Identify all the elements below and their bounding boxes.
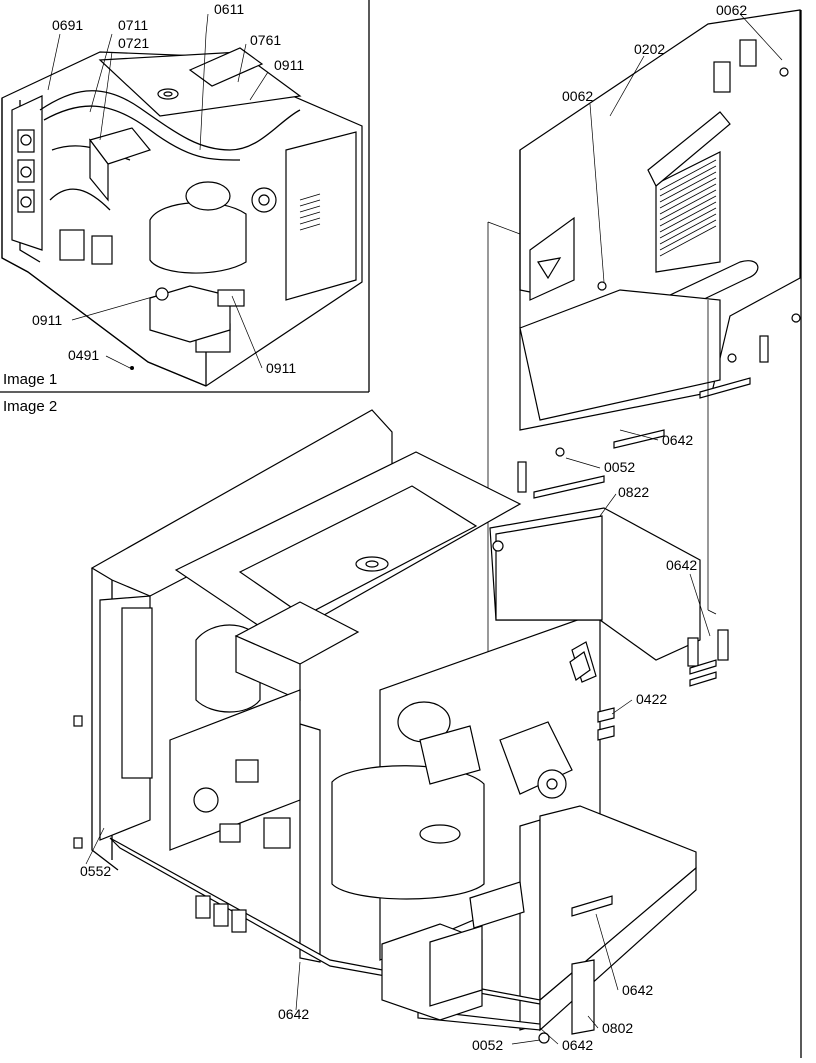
callout-0052-top: 0052: [604, 459, 635, 475]
callout-0642-d: 0642: [622, 982, 653, 998]
callout-0611: 0611: [214, 1, 244, 17]
callout-0062-top: 0062: [716, 2, 747, 18]
callout-0422: 0422: [636, 691, 667, 707]
callout-0642-b: 0642: [666, 557, 697, 573]
image1-drawing: [1, 47, 363, 387]
callout-0202: 0202: [634, 41, 665, 57]
inset-frame: [0, 0, 370, 393]
callout-0822: 0822: [618, 484, 649, 500]
callout-0642-a: 0642: [662, 432, 693, 448]
callout-0711: 0711: [118, 17, 148, 33]
callout-0721: 0721: [118, 35, 149, 51]
image2-callouts: 0062 0202 0062 0642 0052 0822 0642 0422 …: [80, 2, 783, 1053]
callout-0642-c: 0642: [278, 1006, 309, 1022]
callout-0062-mid: 0062: [562, 88, 593, 104]
callout-0761: 0761: [250, 32, 281, 48]
callout-0802: 0802: [602, 1020, 633, 1036]
callout-0911-left: 0911: [32, 312, 62, 328]
image2-drawing: [73, 409, 729, 1044]
callout-0911-top: 0911: [274, 57, 304, 73]
panel-leader-lines: [487, 221, 717, 730]
callout-0691: 0691: [52, 17, 83, 33]
callout-0052-bottom: 0052: [472, 1037, 503, 1053]
callout-0552: 0552: [80, 863, 111, 879]
callout-0491: 0491: [68, 347, 99, 363]
callout-0642-e: 0642: [562, 1037, 593, 1053]
caption-image-2: Image 2: [3, 398, 57, 415]
side-panel-0202: [517, 9, 801, 531]
callout-0911-bottom: 0911: [266, 360, 296, 376]
caption-image-1: Image 1: [3, 371, 57, 388]
image1-callouts: 0691 0711 0721 0611 0761 0911 0911 0911 …: [32, 1, 304, 376]
